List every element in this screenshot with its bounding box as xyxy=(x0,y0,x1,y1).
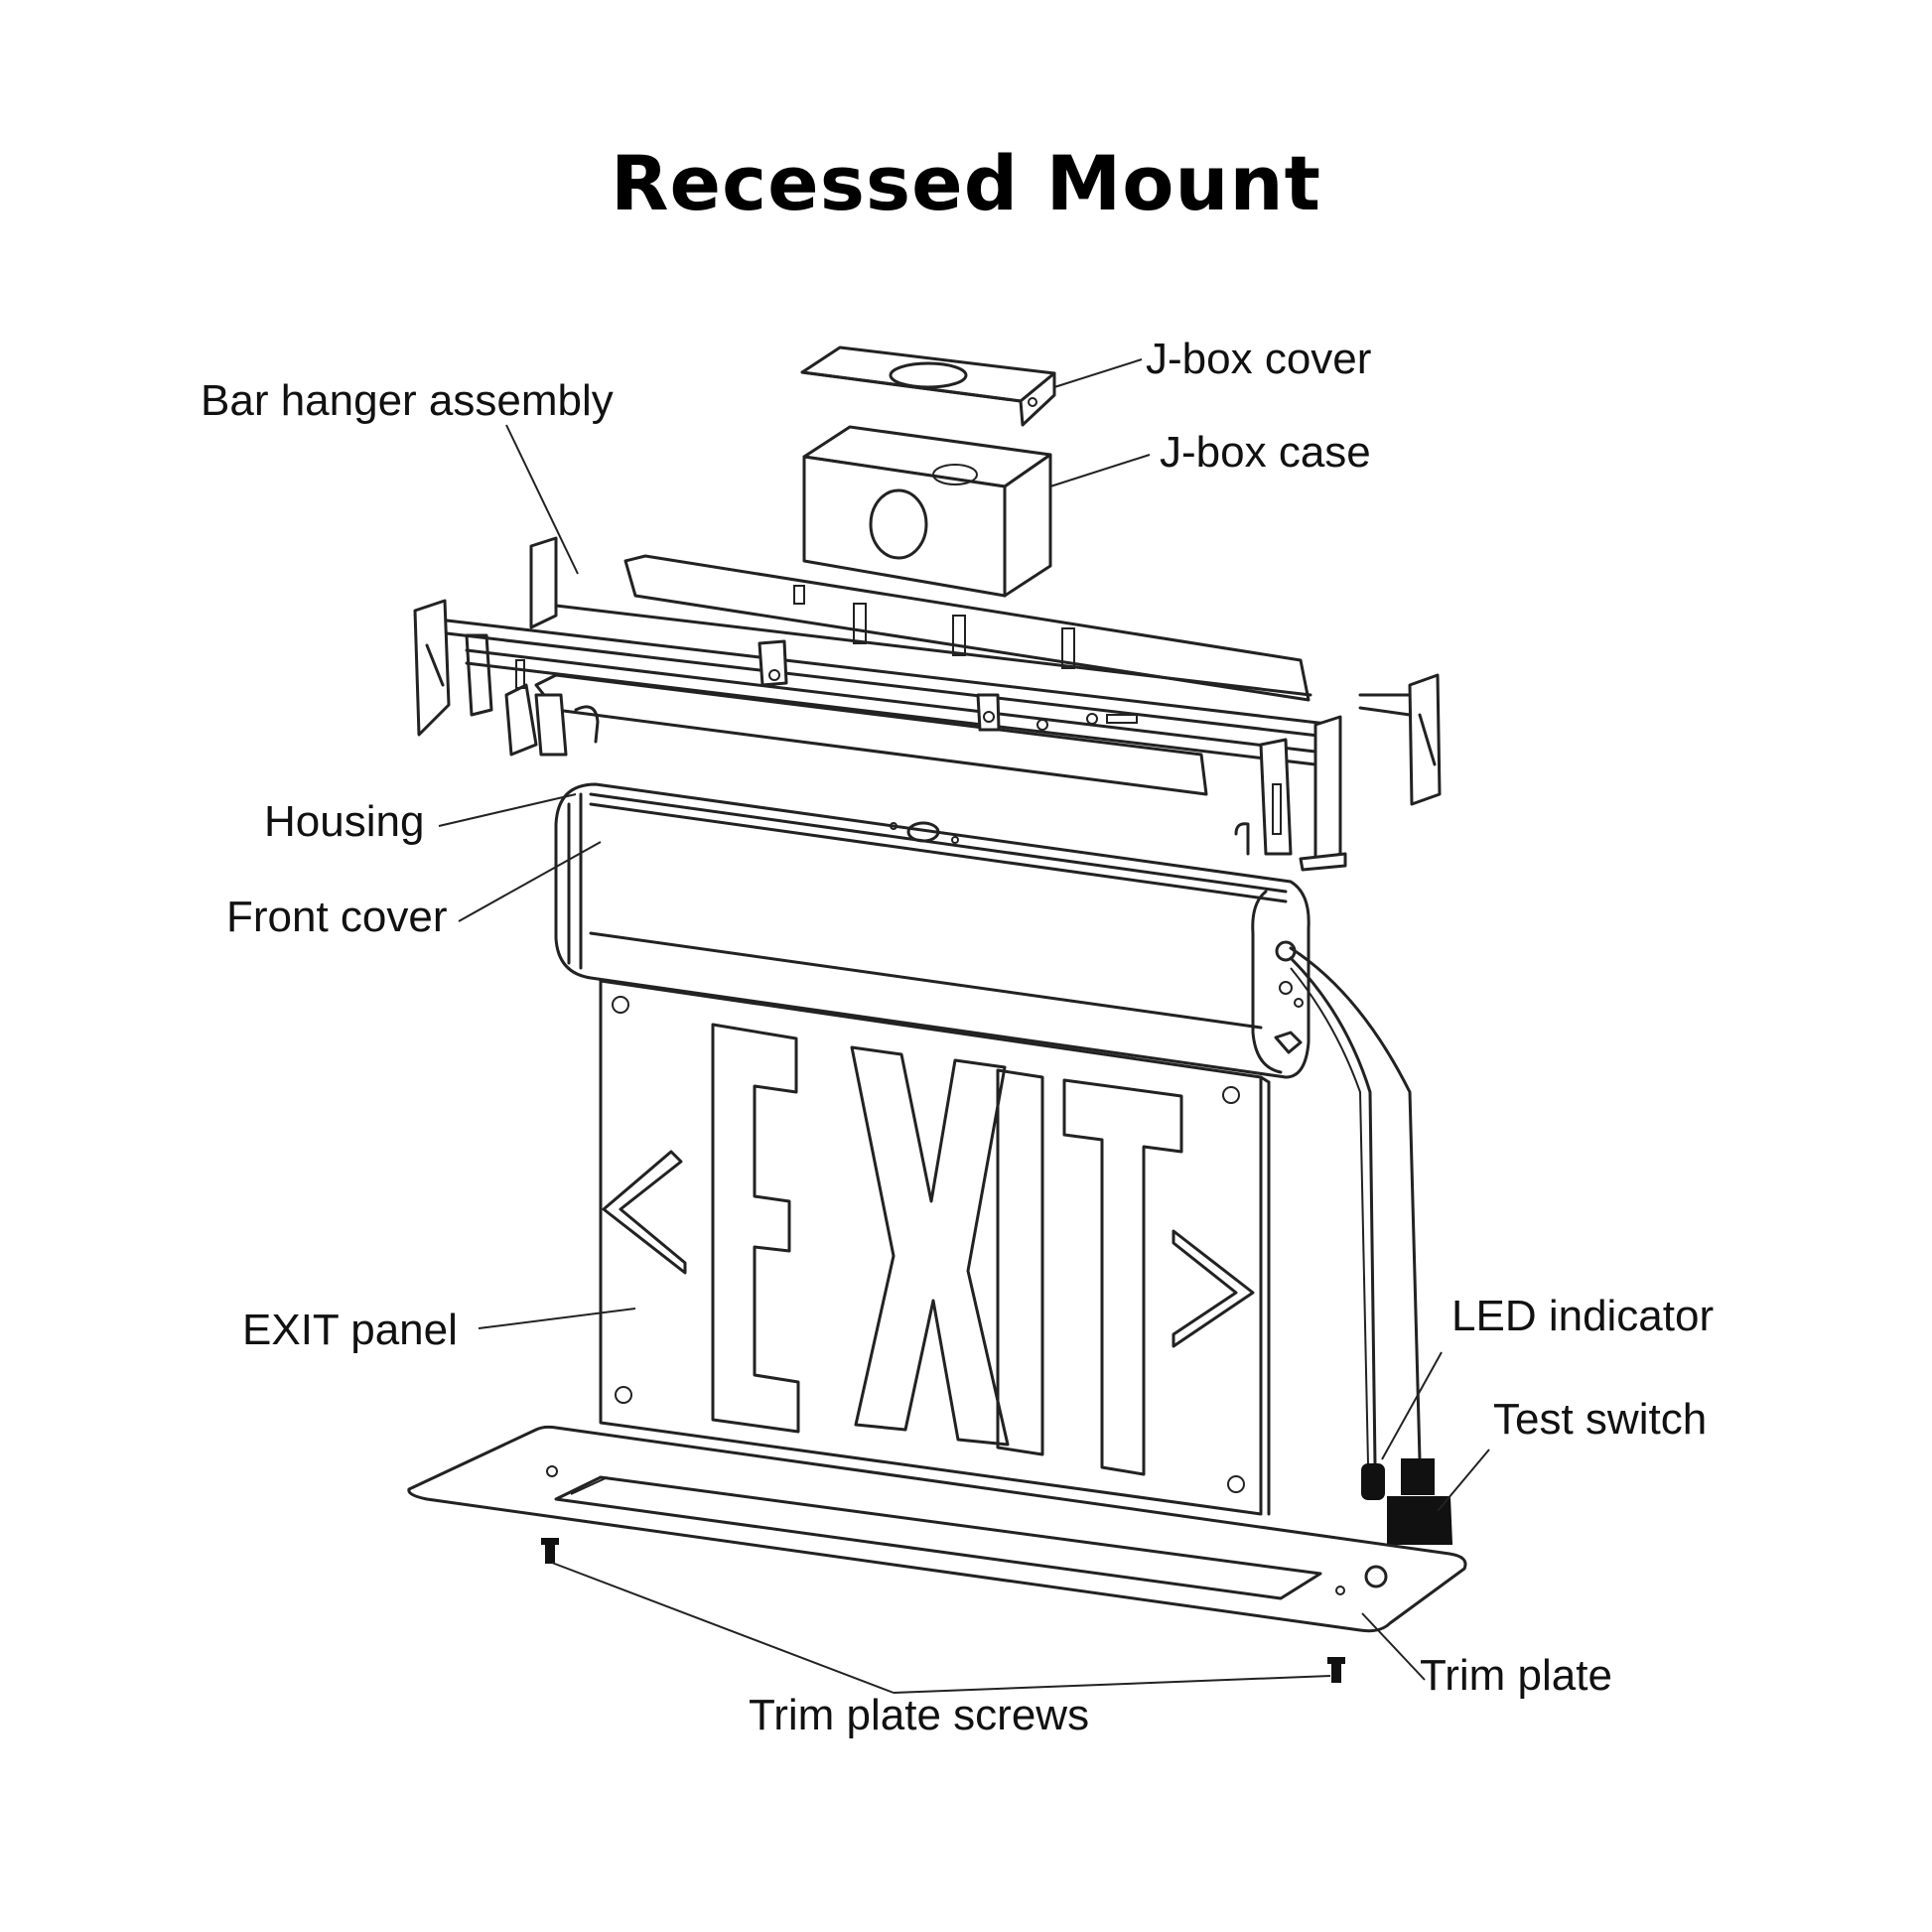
bar-hanger-assembly xyxy=(413,536,1442,872)
exit-panel xyxy=(599,979,1271,1516)
label-exit-panel: EXIT panel xyxy=(242,1306,458,1354)
led-indicator-part xyxy=(1361,1463,1385,1500)
housing-front-cover xyxy=(554,782,1311,1079)
label-led-indicator: LED indicator xyxy=(1451,1292,1715,1340)
label-jbox-case: J-box case xyxy=(1160,428,1371,477)
diagram-title: Recessed Mount xyxy=(611,139,1321,227)
trim-plate xyxy=(407,1425,1467,1633)
wires xyxy=(1289,946,1422,1466)
jbox-case xyxy=(802,425,1052,598)
label-trim-plate: Trim plate xyxy=(1420,1651,1612,1700)
trim-plate-screws xyxy=(541,1538,1345,1683)
label-front-cover: Front cover xyxy=(226,893,448,941)
leader-lines xyxy=(438,358,1490,1694)
label-trim-plate-screws: Trim plate screws xyxy=(749,1691,1090,1739)
label-housing: Housing xyxy=(264,797,425,846)
jbox-cover xyxy=(800,345,1056,427)
label-test-switch: Test switch xyxy=(1493,1395,1708,1444)
label-jbox-cover: J-box cover xyxy=(1146,335,1372,383)
test-switch-part xyxy=(1387,1458,1453,1545)
label-bar-hanger-assembly: Bar hanger assembly xyxy=(201,376,614,425)
